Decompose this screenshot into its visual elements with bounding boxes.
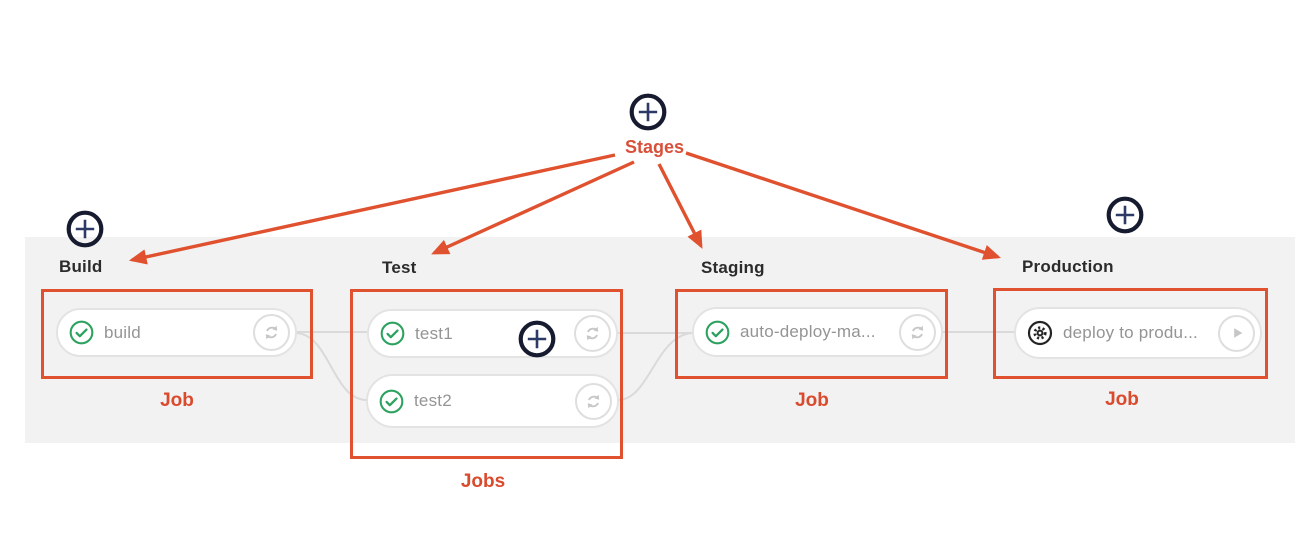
job-name: test1 bbox=[415, 323, 453, 343]
play-job-button[interactable] bbox=[1218, 314, 1255, 352]
job-name: auto-deploy-ma... bbox=[740, 322, 876, 341]
annotation-label-job-staging: Job bbox=[795, 390, 829, 411]
retry-job-button[interactable] bbox=[575, 382, 612, 420]
add-stage-production-plus-icon[interactable] bbox=[1106, 196, 1144, 234]
add-stage-top-plus-icon[interactable] bbox=[629, 93, 667, 131]
job-pill-build[interactable]: build bbox=[56, 308, 297, 357]
retry-job-button[interactable] bbox=[899, 313, 936, 351]
stage-title-build: Build bbox=[59, 257, 103, 276]
status-success-icon bbox=[705, 320, 730, 345]
add-stage-build-plus-icon[interactable] bbox=[66, 210, 104, 248]
retry-job-button[interactable] bbox=[574, 315, 611, 352]
job-pill-test1[interactable]: test1 bbox=[367, 309, 618, 358]
job-pill-deploy-production[interactable]: deploy to produ... bbox=[1014, 307, 1262, 359]
annotation-label-jobs-test: Jobs bbox=[460, 471, 506, 492]
status-success-icon bbox=[379, 389, 404, 414]
annotation-label-job-production: Job bbox=[1105, 389, 1139, 410]
stage-title-production: Production bbox=[1022, 257, 1114, 276]
job-name: deploy to produ... bbox=[1063, 323, 1198, 342]
stage-title-test: Test bbox=[382, 258, 417, 277]
status-manual-gear-icon bbox=[1027, 320, 1053, 346]
status-success-icon bbox=[69, 320, 94, 345]
add-job-test-plus-icon[interactable] bbox=[518, 320, 556, 358]
job-pill-auto-deploy[interactable]: auto-deploy-ma... bbox=[692, 307, 943, 357]
job-name: build bbox=[104, 322, 141, 342]
job-pill-test2[interactable]: test2 bbox=[366, 374, 619, 428]
job-name: test2 bbox=[414, 391, 452, 410]
status-success-icon bbox=[380, 321, 405, 346]
annotation-label-job-build: Job bbox=[160, 390, 194, 411]
stage-title-staging: Staging bbox=[701, 258, 765, 277]
retry-job-button[interactable] bbox=[253, 314, 290, 351]
annotation-label-stages: Stages bbox=[625, 137, 685, 157]
